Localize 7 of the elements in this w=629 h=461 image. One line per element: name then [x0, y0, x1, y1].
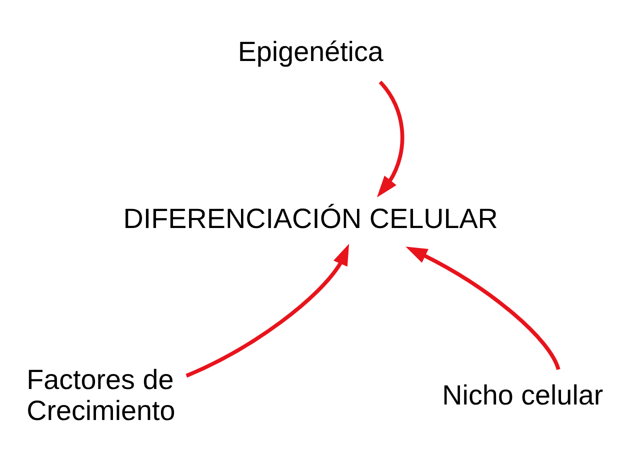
node-text: Nicho celular: [442, 379, 604, 410]
node-text: DIFERENCIACIÓN CELULAR: [123, 203, 498, 234]
arrow: [186, 244, 350, 378]
arrow: [376, 80, 404, 198]
arrow: [406, 246, 560, 370]
node-text: Factores de Crecimiento: [26, 364, 176, 426]
node-text: Epigenética: [238, 36, 384, 67]
